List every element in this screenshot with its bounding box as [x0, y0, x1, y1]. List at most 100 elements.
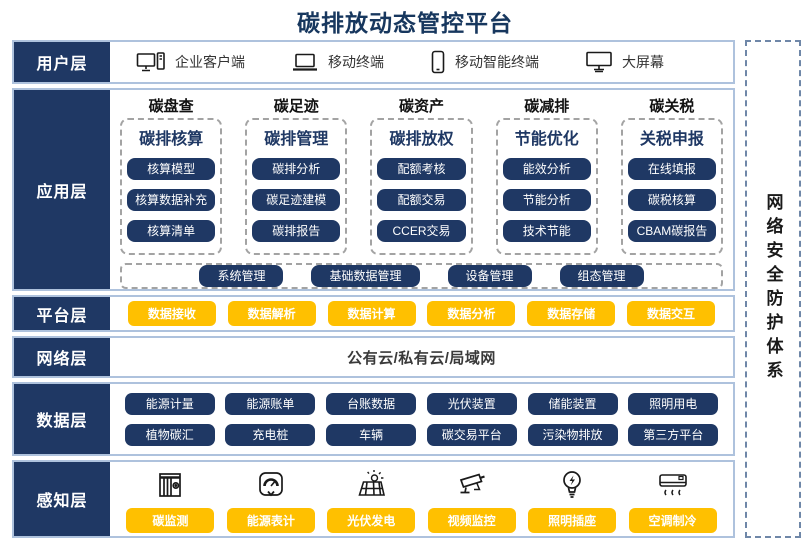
user-layer-content: 企业客户端 移动终端 移动智能终端 — [110, 42, 733, 82]
app-column-box: 节能优化 能效分析 节能分析 技术节能 — [495, 118, 598, 255]
air-conditioner-icon — [656, 467, 690, 501]
app-column-header: 碳资产 — [399, 98, 445, 115]
platform-button: 数据接收 — [127, 301, 216, 326]
perception-item-cctv: 视频监控 — [427, 467, 516, 533]
layer-label-perception: 感知层 — [14, 462, 110, 536]
layer-platform: 平台层 数据接收 数据解析 数据计算 数据分析 数据存储 数据交互 — [12, 295, 735, 332]
data-source-row: 植物碳汇 充电桩 车辆 碳交易平台 污染物排放 第三方平台 — [114, 423, 729, 446]
user-device-enterprise-client: 企业客户端 — [136, 51, 245, 73]
app-common-button: 组态管理 — [559, 265, 644, 287]
page-title: 碳排放动态管控平台 — [297, 10, 513, 36]
perception-label: 碳监测 — [126, 508, 215, 533]
app-module-button: 核算数据补充 — [127, 189, 216, 211]
data-source-button: 光伏装置 — [426, 392, 517, 415]
data-source-button: 储能装置 — [527, 392, 618, 415]
app-column-subheader: 碳排核算 — [139, 131, 204, 148]
app-common-modules-box: 系统管理 基础数据管理 设备管理 组态管理 — [120, 263, 723, 289]
perception-label: 视频监控 — [427, 508, 516, 533]
data-source-row: 能源计量 能源账单 台账数据 光伏装置 储能装置 照明用电 — [114, 392, 729, 415]
app-module-button: 能效分析 — [502, 158, 591, 180]
application-columns: 碳盘查 碳排核算 核算模型 核算数据补充 核算清单 碳足迹 碳排管理 碳排分析 … — [120, 95, 724, 255]
network-layer-content: 公有云/私有云/局域网 — [347, 349, 496, 367]
app-column-carbon-reduction: 碳减排 节能优化 能效分析 节能分析 技术节能 — [495, 95, 598, 255]
perception-label: 照明插座 — [528, 508, 617, 533]
cctv-camera-icon — [455, 467, 489, 501]
data-layer-content: 能源计量 能源账单 台账数据 光伏装置 储能装置 照明用电 植物碳汇 充电桩 车… — [110, 384, 733, 454]
layer-data: 数据层 能源计量 能源账单 台账数据 光伏装置 储能装置 照明用电 植物碳汇 充… — [12, 382, 735, 456]
data-source-button: 照明用电 — [628, 392, 719, 415]
solar-panel-icon — [354, 467, 388, 501]
app-column-subheader: 关税申报 — [639, 131, 704, 148]
app-module-button: 节能分析 — [502, 189, 591, 211]
smartphone-icon — [430, 50, 446, 74]
user-device-label: 移动智能终端 — [455, 54, 539, 70]
platform-button: 数据分析 — [427, 301, 516, 326]
app-module-button: 核算模型 — [127, 158, 216, 180]
perception-label: 空调制冷 — [628, 508, 717, 533]
user-device-big-screen: 大屏幕 — [585, 50, 664, 74]
layer-label-user: 用户层 — [14, 42, 110, 82]
layer-user: 用户层 企业客户端 移动终端 — [12, 40, 735, 84]
platform-button: 数据计算 — [327, 301, 416, 326]
app-column-header: 碳关税 — [649, 98, 695, 115]
app-module-button: 配额考核 — [377, 158, 466, 180]
app-module-button: 配额交易 — [377, 189, 466, 211]
app-column-carbon-footprint: 碳足迹 碳排管理 碳排分析 碳足迹建模 碳排报告 — [245, 95, 348, 255]
app-column-subheader: 碳排放权 — [389, 131, 454, 148]
app-column-box: 碳排放权 配额考核 配额交易 CCER交易 — [370, 118, 473, 255]
layer-network: 网络层 公有云/私有云/局域网 — [12, 336, 735, 378]
security-system-label: 网络安全防护体系 — [763, 193, 783, 385]
layer-label-data: 数据层 — [14, 384, 110, 454]
perception-item-air-conditioner: 空调制冷 — [628, 467, 717, 533]
light-bulb-icon — [558, 467, 586, 501]
energy-meter-icon — [255, 467, 287, 501]
data-source-button: 台账数据 — [326, 392, 417, 415]
platform-layer-content: 数据接收 数据解析 数据计算 数据分析 数据存储 数据交互 — [110, 297, 733, 330]
data-source-button: 能源计量 — [124, 392, 215, 415]
perception-item-energy-meter: 能源表计 — [226, 467, 315, 533]
security-system-box: 网络安全防护体系 — [745, 40, 801, 538]
app-module-button: 碳足迹建模 — [252, 189, 341, 211]
app-column-header: 碳减排 — [524, 98, 570, 115]
layer-label-application: 应用层 — [14, 90, 110, 289]
user-device-smart-terminal: 移动智能终端 — [430, 50, 539, 74]
app-common-button: 系统管理 — [199, 265, 284, 287]
app-column-carbon-inventory: 碳盘查 碳排核算 核算模型 核算数据补充 核算清单 — [120, 95, 223, 255]
data-source-button: 第三方平台 — [628, 423, 719, 446]
platform-button: 数据解析 — [227, 301, 316, 326]
app-column-subheader: 节能优化 — [514, 131, 579, 148]
app-module-button: 核算清单 — [127, 220, 216, 242]
user-device-label: 移动终端 — [328, 54, 384, 70]
laptop-icon — [291, 51, 319, 73]
app-column-subheader: 碳排管理 — [264, 131, 329, 148]
app-module-button: 在线填报 — [627, 158, 717, 180]
app-column-header: 碳盘查 — [148, 98, 194, 115]
app-column-header: 碳足迹 — [273, 98, 319, 115]
perception-item-solar-panel: 光伏发电 — [327, 467, 416, 533]
data-source-button: 植物碳汇 — [124, 423, 215, 446]
layer-application: 应用层 碳盘查 碳排核算 核算模型 核算数据补充 核算清单 碳足迹 碳排管理 — [12, 88, 735, 291]
perception-label: 光伏发电 — [327, 508, 416, 533]
user-device-mobile-terminal: 移动终端 — [291, 51, 384, 73]
data-source-button: 能源账单 — [225, 392, 316, 415]
app-common-button: 基础数据管理 — [311, 265, 420, 287]
application-layer-content: 碳盘查 碳排核算 核算模型 核算数据补充 核算清单 碳足迹 碳排管理 碳排分析 … — [110, 90, 733, 289]
app-module-button: 碳排分析 — [252, 158, 341, 180]
app-module-button: 技术节能 — [502, 220, 591, 242]
app-column-carbon-assets: 碳资产 碳排放权 配额考核 配额交易 CCER交易 — [370, 95, 473, 255]
desktop-computer-icon — [136, 51, 166, 73]
platform-button: 数据交互 — [627, 301, 716, 326]
perception-item-lighting: 照明插座 — [528, 467, 617, 533]
app-column-box: 关税申报 在线填报 碳税核算 CBAM碳报告 — [620, 118, 724, 255]
app-column-box: 碳排核算 核算模型 核算数据补充 核算清单 — [120, 118, 223, 255]
data-source-button: 充电桩 — [225, 423, 316, 446]
layer-label-network: 网络层 — [14, 338, 110, 376]
app-common-button: 设备管理 — [447, 265, 532, 287]
app-module-button: 碳税核算 — [627, 189, 717, 211]
data-source-button: 车辆 — [326, 423, 417, 446]
platform-button: 数据存储 — [527, 301, 616, 326]
layer-perception: 感知层 碳监测 — [12, 460, 735, 538]
layer-label-platform: 平台层 — [14, 297, 110, 330]
carbon-monitor-icon — [154, 467, 186, 501]
app-module-button: 碳排报告 — [252, 220, 341, 242]
